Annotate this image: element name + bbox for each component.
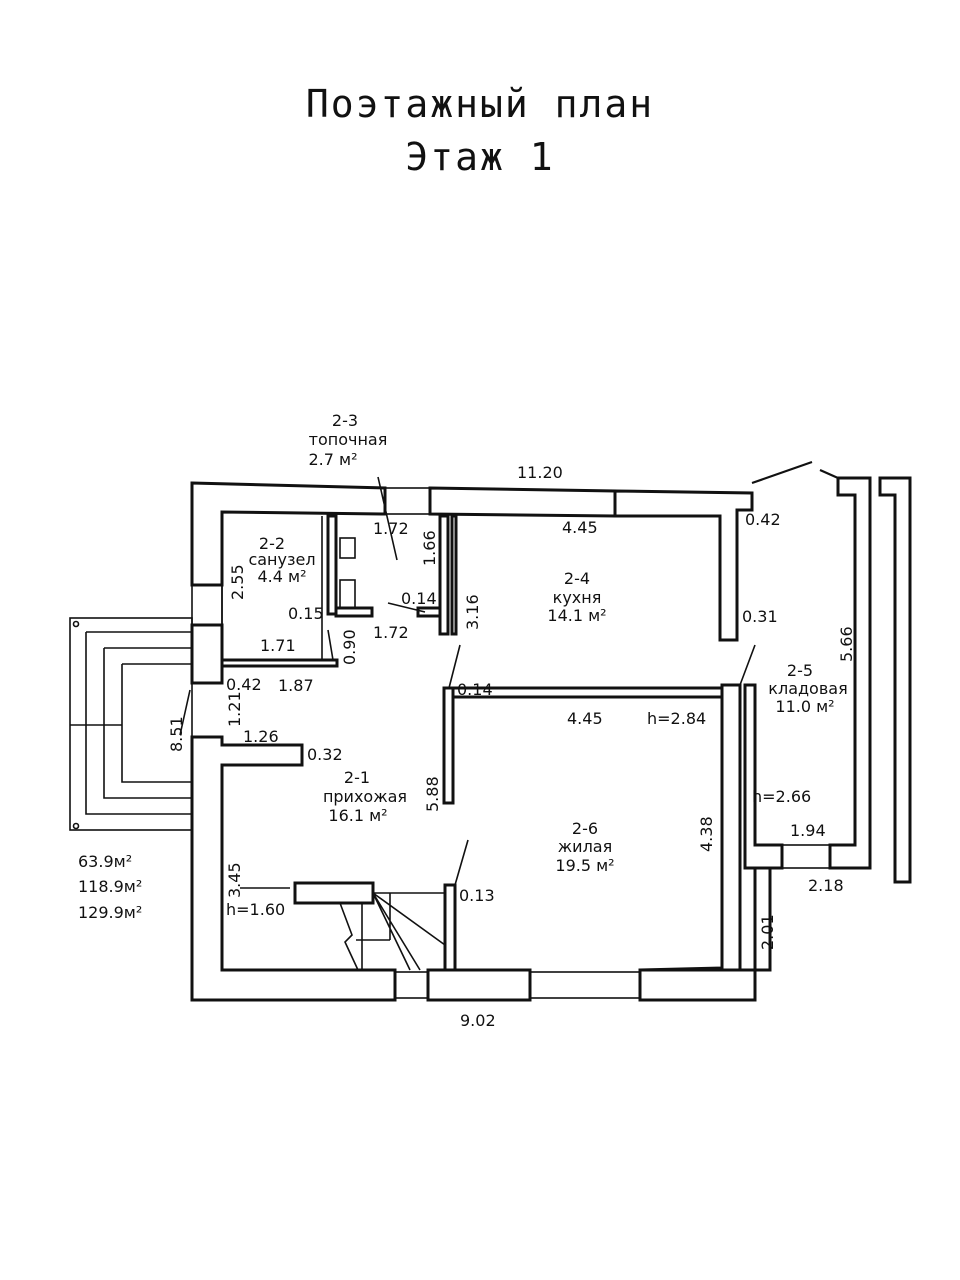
dimensions: 11.20 9.02 4.45 4.45 1.72 1.66 2.55 0.15… xyxy=(167,463,856,1030)
dim-label: 11.20 xyxy=(517,463,563,482)
room-id: 2-4 xyxy=(564,569,590,588)
dim-label: 0.31 xyxy=(742,607,778,626)
dim-label: 4.45 xyxy=(567,709,603,728)
room-area: 2.7 м² xyxy=(308,450,357,469)
dim-label: 0.14 xyxy=(457,680,493,699)
room-2-4[interactable]: 2-4 кухня 14.1 м² xyxy=(547,569,606,625)
dim-label: 8.51 xyxy=(167,716,186,752)
porch xyxy=(69,617,193,831)
room-name: жилая xyxy=(558,837,612,856)
room-id: 2-3 xyxy=(332,411,358,430)
walls xyxy=(190,460,912,1002)
room-name: санузел xyxy=(248,550,315,569)
total-area: 63.9м² xyxy=(78,852,132,871)
room-name: кладовая xyxy=(768,679,847,698)
height-label: h=1.60 xyxy=(226,900,285,919)
room-2-1[interactable]: 2-1 прихожая 16.1 м² xyxy=(323,768,407,825)
dim-label: 4.45 xyxy=(562,518,598,537)
room-id: 2-1 xyxy=(344,768,370,787)
dim-label: 0.32 xyxy=(307,745,343,764)
total-area: 129.9м² xyxy=(78,903,142,922)
area-totals: 63.9м² 118.9м² 129.9м² xyxy=(78,852,142,922)
room-2-5[interactable]: 2-5 кладовая 11.0 м² xyxy=(768,661,847,716)
room-2-6[interactable]: 2-6 жилая 19.5 м² xyxy=(555,819,614,875)
dim-label: 2.18 xyxy=(808,876,844,895)
dim-label: 9.02 xyxy=(460,1011,496,1030)
room-area: 4.4 м² xyxy=(257,567,306,586)
dim-label: 3.16 xyxy=(463,594,482,630)
dim-label: 1.94 xyxy=(790,821,826,840)
dim-label: 4.38 xyxy=(697,816,716,852)
dim-label: 0.13 xyxy=(459,886,495,905)
dim-label: 2.55 xyxy=(228,564,247,600)
room-2-3[interactable]: 2-3 топочная 2.7 м² xyxy=(308,411,387,469)
dim-label: 1.71 xyxy=(260,636,296,655)
dim-label: 0.42 xyxy=(226,675,262,694)
total-area: 118.9м² xyxy=(78,877,142,896)
interior-walls xyxy=(179,476,756,972)
dim-label: 5.66 xyxy=(837,626,856,662)
dim-label: 1.21 xyxy=(225,691,244,727)
dim-label: 0.14 xyxy=(401,589,437,608)
dim-label: 0.42 xyxy=(745,510,781,529)
dim-label: 1.72 xyxy=(373,519,409,538)
room-name: топочная xyxy=(309,430,388,449)
height-label: h=2.66 xyxy=(752,787,811,806)
dim-label: 0.15 xyxy=(288,604,324,623)
height-label: h=2.84 xyxy=(647,709,706,728)
dim-label: 1.87 xyxy=(278,676,314,695)
dim-label: 1.26 xyxy=(243,727,279,746)
room-id: 2-6 xyxy=(572,819,598,838)
dim-label: 3.45 xyxy=(225,862,244,898)
dim-label: 5.88 xyxy=(423,776,442,812)
room-name: прихожая xyxy=(323,787,407,806)
dim-label: 0.90 xyxy=(340,629,359,665)
dim-label: 1.66 xyxy=(420,530,439,566)
dim-label: 1.72 xyxy=(373,623,409,642)
plan-title: Поэтажный план xyxy=(305,82,655,126)
dim-label: 2.01 xyxy=(758,914,777,950)
room-name: кухня xyxy=(553,588,602,607)
room-2-2[interactable]: 2-2 санузел 4.4 м² xyxy=(248,534,315,586)
room-area: 19.5 м² xyxy=(555,856,614,875)
floor-title: Этаж 1 xyxy=(405,135,555,179)
room-id: 2-5 xyxy=(787,661,813,680)
room-area: 14.1 м² xyxy=(547,606,606,625)
room-id: 2-2 xyxy=(259,534,285,553)
room-area: 11.0 м² xyxy=(775,697,834,716)
room-area: 16.1 м² xyxy=(328,806,387,825)
